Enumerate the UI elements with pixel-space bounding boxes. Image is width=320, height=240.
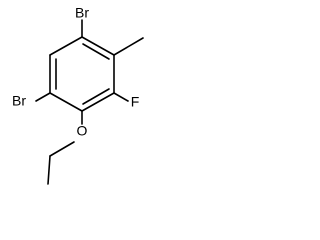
bond-c1-c2 [81, 36, 115, 56]
atom-br-top: Br [75, 5, 89, 21]
atom-br-left: Br [12, 93, 26, 109]
substituents [35, 19, 144, 185]
bond-ch2-ch3 [47, 155, 51, 185]
atom-fluorine: F [131, 94, 140, 110]
bond-c3-f [113, 92, 129, 102]
bond-c2-methyl [113, 37, 144, 56]
atom-oxygen: O [77, 123, 88, 139]
structure-diagram: Br Br F O [12, 5, 144, 185]
bond-o-ch2 [49, 141, 75, 157]
bond-c6-c1 [49, 36, 83, 56]
atom-labels: Br Br F O [12, 5, 139, 139]
bond-c4-c5 [49, 92, 83, 112]
bond-c6-br [35, 92, 51, 102]
bond-c3-c4-inner [82, 88, 110, 105]
bond-c3-c4 [81, 92, 115, 112]
benzene-ring [49, 36, 115, 112]
bond-c1-c2-inner [82, 43, 110, 60]
